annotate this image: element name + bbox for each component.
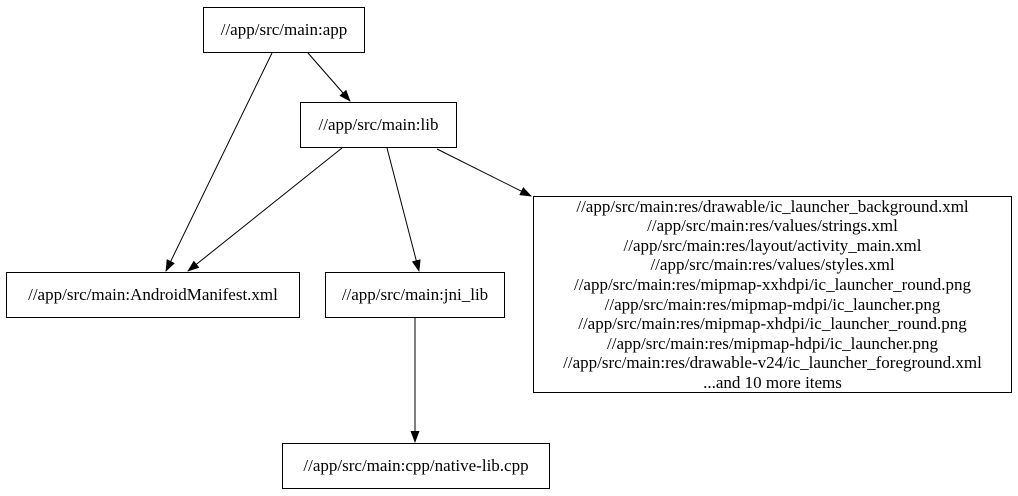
res-group-line: //app/src/main:res/layout/activity_main.…: [623, 235, 922, 255]
res-group-line: //app/src/main:res/values/strings.xml: [647, 216, 898, 236]
node-app: //app/src/main:app: [203, 7, 365, 53]
node-res-group: //app/src/main:res/drawable/ic_launcher_…: [533, 196, 1012, 393]
edge-app-to-lib: [307, 52, 351, 102]
node-android-manifest: //app/src/main:AndroidManifest.xml: [6, 272, 300, 318]
res-group-line: //app/src/main:res/mipmap-xxhdpi/ic_laun…: [573, 274, 972, 294]
node-native-lib-cpp: //app/src/main:cpp/native-lib.cpp: [282, 443, 550, 489]
edge-app-to-android-manifest: [165, 52, 273, 272]
edge-lib-to-android-manifest: [187, 147, 343, 272]
res-group-line: //app/src/main:res/mipmap-xhdpi/ic_launc…: [578, 314, 967, 334]
res-group-line: //app/src/main:res/drawable-v24/ic_launc…: [563, 353, 982, 373]
node-jni-lib: //app/src/main:jni_lib: [325, 272, 505, 318]
res-group-line: //app/src/main:res/drawable/ic_launcher_…: [576, 196, 969, 216]
edge-lib-to-jni-lib: [386, 147, 421, 272]
res-group-line: //app/src/main:res/values/styles.xml: [650, 255, 895, 275]
res-group-more-items: ...and 10 more items: [703, 372, 842, 392]
edge-lib-to-res-group: [436, 148, 532, 197]
res-group-line: //app/src/main:res/mipmap-mdpi/ic_launch…: [604, 294, 941, 314]
node-lib: //app/src/main:lib: [300, 102, 457, 148]
res-group-line: //app/src/main:res/mipmap-hdpi/ic_launch…: [607, 333, 938, 353]
